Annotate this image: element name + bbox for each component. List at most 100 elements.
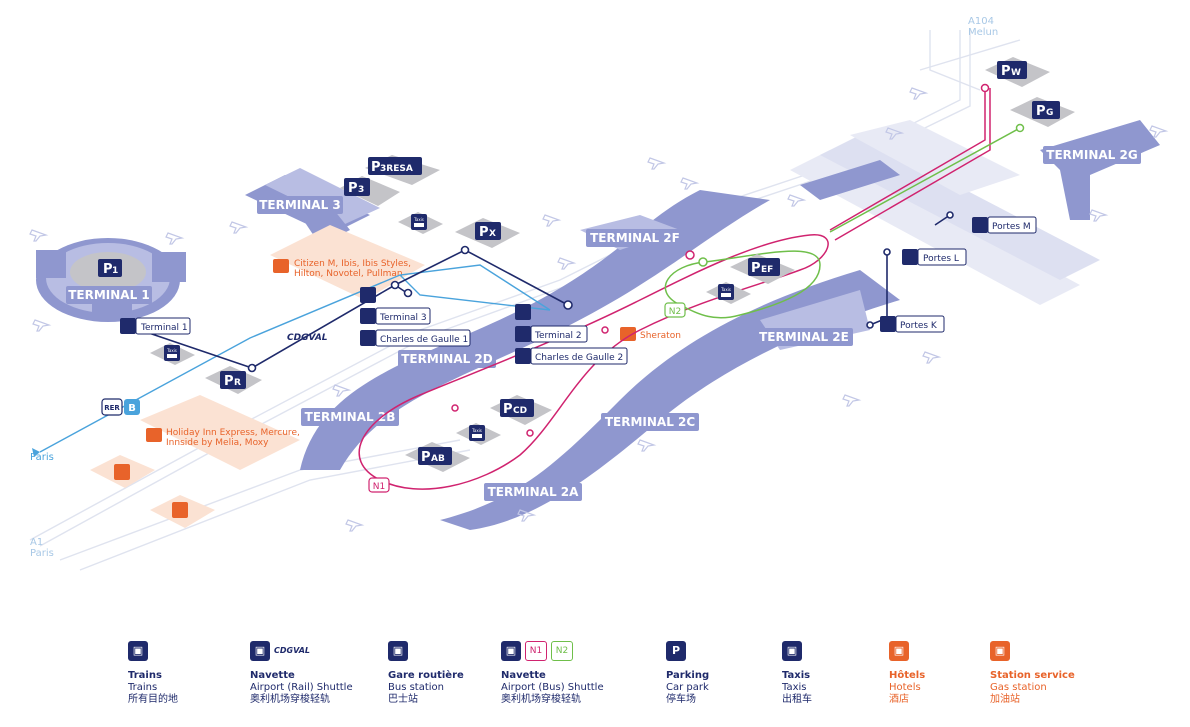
parking-labels: P 1 P 3 P 3RESA P X P R P AB (98, 61, 1060, 465)
station-terminal-3[interactable]: Terminal 3 (360, 307, 431, 325)
terminal-3-text: TERMINAL 3 (259, 198, 341, 212)
station-terminal-3-text: Terminal 3 (379, 313, 427, 323)
cdgval-line (39, 264, 551, 453)
station-terminal-1[interactable]: Terminal 1 (120, 317, 191, 335)
terminal-2b-text: TERMINAL 2B (305, 410, 396, 424)
parking-px-text: X (489, 229, 496, 239)
hotel-list-1-line1: Citizen M, Ibis, Ibis Styles, (294, 259, 411, 269)
parking-pef[interactable]: P EF (748, 258, 780, 276)
legend-hotels: ▣ Hôtels Hotels 酒店 (889, 638, 925, 706)
airport-map: TERMINAL 1 TERMINAL 3 TERMINAL 2F TERMIN… (29, 16, 1167, 571)
shuttle-rail-icon (880, 316, 896, 332)
parking-pef-text: EF (761, 265, 773, 275)
station-portes-k-text: Portes K (900, 321, 938, 331)
n1-pill-text: N1 (373, 482, 385, 492)
gas-station-icon (114, 464, 130, 480)
station-cdg1-text: Charles de Gaulle 1 (380, 335, 468, 345)
svg-text:Taxis: Taxis (720, 287, 731, 292)
parking-p3resa[interactable]: P 3RESA (368, 157, 422, 175)
terminal-1-label: TERMINAL 1 (66, 286, 152, 304)
taxi-icon: Taxis (469, 425, 485, 441)
hotel-icon (620, 327, 636, 341)
sheraton-label: Sheraton (640, 331, 681, 341)
rer-line-b: B (128, 403, 136, 414)
n1-shuttle-line (358, 83, 991, 490)
terminal-3-label: TERMINAL 3 (257, 196, 343, 214)
rer-b-badge[interactable]: RER B (101, 398, 140, 416)
a104-label: A104 (968, 16, 994, 27)
n2-pill-text: N2 (669, 307, 681, 317)
gas-station-zone-1 (90, 455, 155, 488)
legend-taxis: ▣ Taxis Taxis 出租车 (782, 638, 812, 706)
svg-text:P: P (751, 261, 761, 276)
parking-p1-text: 1 (112, 266, 118, 276)
station-portes-l-text: Portes L (923, 254, 959, 264)
station-portes-m-text: Portes M (992, 222, 1031, 232)
hotel-sheraton: Sheraton (620, 327, 681, 341)
parking-pcd-text: CD (513, 406, 527, 416)
terminal-2a-text: TERMINAL 2A (488, 485, 580, 499)
shuttle-rail-icon (360, 308, 376, 324)
hotel-icon: ▣ (889, 641, 909, 661)
svg-text:P: P (421, 450, 431, 465)
shuttle-rail-icon: ▣ (250, 641, 270, 661)
station-cdg1[interactable]: Charles de Gaulle 1 (360, 329, 471, 347)
terminal-2g-text: TERMINAL 2G (1046, 148, 1137, 162)
station-labels: Terminal 1 Terminal 3 Charles de Gaulle … (120, 216, 1037, 365)
parking-pcd[interactable]: P CD (500, 399, 534, 417)
hotel-list-2-line1: Holiday Inn Express, Mercure, (166, 428, 300, 438)
parking-pab[interactable]: P AB (418, 447, 452, 465)
melun-label: Melun (968, 27, 998, 38)
parking-p3-text: 3 (358, 185, 364, 195)
shuttle-rail-icon (515, 326, 531, 342)
station-portes-m[interactable]: Portes M (972, 216, 1037, 234)
hotel-list-1-line2: Hilton, Novotel, Pullman (294, 269, 403, 279)
train-icon (360, 330, 376, 346)
svg-text:P: P (479, 225, 489, 240)
gas-station-zone-2 (150, 495, 215, 528)
parking-pw[interactable]: P W (997, 61, 1027, 79)
svg-text:P: P (1036, 104, 1046, 119)
terminal-1-text: TERMINAL 1 (68, 288, 150, 302)
parking-p3[interactable]: P 3 (344, 178, 370, 196)
train-icon (120, 318, 136, 334)
legend-rail-shuttle: ▣CDGVAL Navette Airport (Rail) Shuttle 奥… (250, 638, 353, 706)
station-cdg2[interactable]: Charles de Gaulle 2 (515, 347, 628, 365)
cdgval-map-label: CDGVAL (287, 333, 328, 343)
station-terminal-2-text: Terminal 2 (534, 331, 582, 341)
taxi-stands: Taxis Taxis Taxis Taxis (164, 214, 734, 441)
n1-pill: N1 (368, 477, 390, 493)
legend-gas-station: ▣ Station service Gas station 加油站 (990, 638, 1075, 706)
n2-pill: N2 (664, 302, 686, 318)
svg-text:P: P (103, 262, 113, 277)
parking-p1[interactable]: P 1 (98, 259, 122, 277)
station-portes-k[interactable]: Portes K (880, 315, 945, 333)
station-portes-l[interactable]: Portes L (902, 248, 967, 266)
parking-px[interactable]: P X (475, 222, 501, 240)
bus-station-t3[interactable] (360, 287, 376, 303)
station-terminal-2[interactable]: Terminal 2 (515, 325, 588, 343)
station-terminal-1-text: Terminal 1 (140, 323, 188, 333)
terminal-2e-text: TERMINAL 2E (759, 330, 849, 344)
paris-label: Paris (30, 452, 54, 463)
parking-p3resa-text: 3RESA (380, 164, 413, 174)
svg-text:P: P (371, 160, 381, 175)
shuttle-bus-icon: ▣ (501, 641, 521, 661)
hotel-icon (273, 259, 289, 273)
parking-pr[interactable]: P R (220, 371, 246, 389)
legend-bus-station: ▣ Gare routière Bus station 巴士站 (388, 638, 464, 706)
parking-pg[interactable]: P G (1032, 101, 1060, 119)
bus-station-t2[interactable] (515, 304, 531, 320)
taxi-icon: Taxis (164, 345, 180, 361)
terminal-2d-text: TERMINAL 2D (401, 352, 493, 366)
n2-shuttle-line (664, 123, 1025, 319)
a1-label: A1 (30, 537, 43, 548)
terminal-2-labels: TERMINAL 2F TERMINAL 2D TERMINAL 2B TERM… (301, 146, 1141, 501)
parking-pr-text: R (234, 378, 241, 388)
rer-text: RER (104, 404, 120, 412)
gas-station-icon: ▣ (990, 641, 1010, 661)
parking-pab-text: AB (431, 454, 445, 464)
shuttle-rail-icon (972, 217, 988, 233)
terminal-2f-text: TERMINAL 2F (590, 231, 680, 245)
